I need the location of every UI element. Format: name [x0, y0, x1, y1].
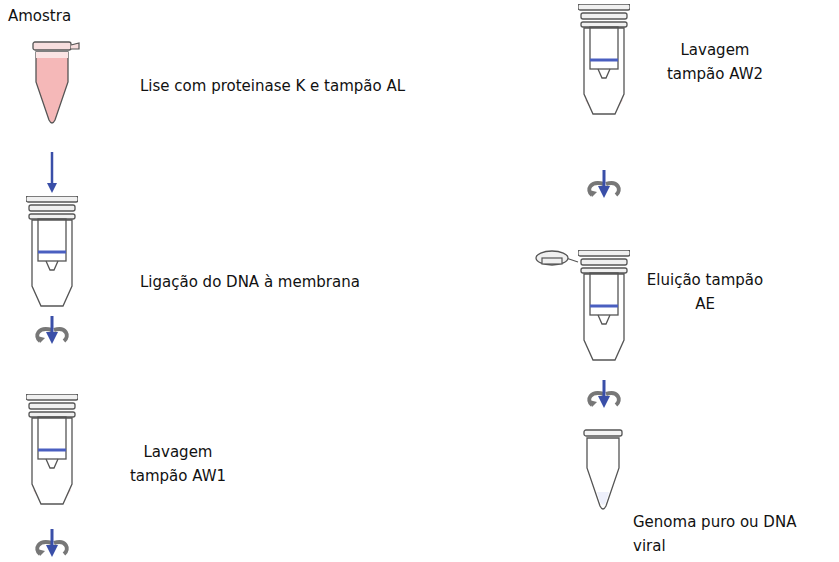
step-text: Genoma puro ou DNA viral	[633, 510, 833, 558]
step-text: Lise com proteinase K e tampão AL	[140, 74, 500, 98]
step-text: Eluição tampão AE	[645, 268, 765, 316]
step-label: Amostra	[8, 4, 118, 28]
product-tube	[584, 430, 622, 509]
step-text: Lavagem tampão AW2	[650, 38, 780, 86]
centrifuge-symbol	[589, 380, 619, 407]
step-label: Lavagem tampão AW1	[118, 440, 238, 488]
spin-column	[26, 394, 78, 504]
step-label: Lavagem tampão AW2	[650, 38, 780, 86]
sample-tube	[33, 42, 79, 123]
step-text: Ligação do DNA à membrana	[140, 270, 440, 294]
elution-tube	[536, 250, 630, 360]
step-label: Ligação do DNA à membrana	[140, 270, 440, 294]
step-text: Amostra	[8, 4, 118, 28]
spin-column	[578, 4, 630, 114]
centrifuge-symbol	[37, 529, 67, 556]
step-text: Lavagem tampão AW1	[118, 440, 238, 488]
step-label: Genoma puro ou DNA viral	[633, 510, 833, 558]
step-label: Lise com proteinase K e tampão AL	[140, 74, 500, 98]
centrifuge-symbol	[37, 316, 67, 343]
step-label: Eluição tampão AE	[645, 268, 765, 316]
flow-arrow	[51, 152, 54, 188]
centrifuge-symbol	[589, 170, 619, 197]
spin-column	[26, 196, 78, 306]
